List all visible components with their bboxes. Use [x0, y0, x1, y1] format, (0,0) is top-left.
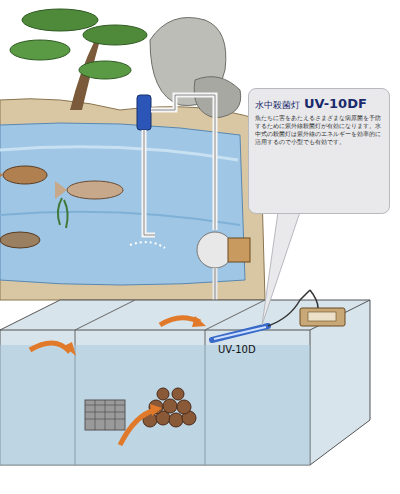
flow-arrow-head — [192, 316, 206, 327]
flow-arrow — [30, 343, 70, 352]
tree-foliage — [83, 25, 147, 45]
water-plant — [58, 198, 68, 228]
fish — [0, 166, 47, 184]
flow-arrow — [120, 410, 155, 445]
fish — [55, 181, 123, 199]
fish — [0, 232, 40, 248]
water-ripple — [0, 212, 240, 225]
bubbles — [130, 242, 165, 248]
filter-net-mesh — [85, 400, 125, 430]
ballast-panel — [308, 312, 336, 321]
power-cable — [310, 290, 318, 308]
tree-foliage — [79, 61, 131, 79]
tank-edge — [0, 300, 370, 465]
filter-net — [85, 400, 125, 430]
model-name: UV-10DF — [304, 96, 367, 111]
uv-lamp — [212, 326, 268, 340]
pipe-outline — [144, 95, 215, 235]
filter-canister — [137, 95, 151, 130]
ballast-unit — [300, 308, 345, 326]
tree-foliage — [22, 9, 98, 31]
callout-box: 水中殺菌灯 UV-10DF 魚たちに害をあたえるさまざまな病原菌を予防するために紫外… — [248, 88, 390, 214]
tank-water — [0, 345, 310, 465]
filter-tank — [0, 300, 370, 465]
pipe — [144, 130, 155, 235]
flow-arrow-head — [64, 342, 76, 356]
tree-foliage — [10, 40, 70, 60]
pipe — [151, 95, 215, 230]
water-ripple — [0, 147, 238, 160]
part-label: UV-10D — [218, 344, 256, 355]
pump-motor — [228, 238, 250, 262]
filter-stones — [143, 388, 196, 427]
uv-lamp-tube — [214, 327, 266, 339]
callout-heading: 水中殺菌灯 — [255, 99, 300, 112]
flow-arrow-head — [150, 404, 162, 416]
ground — [0, 99, 265, 300]
callout-body: 魚たちに害をあたえるさまざまな病原菌を予防するために紫外線殺菌灯が有効になります… — [255, 114, 383, 146]
callout-leader — [262, 212, 300, 325]
pond-water — [0, 123, 245, 285]
